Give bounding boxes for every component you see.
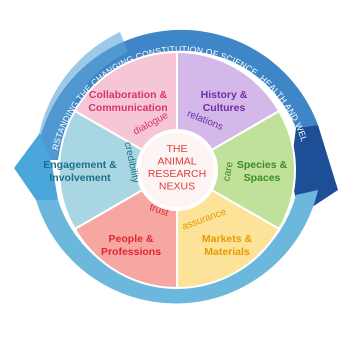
segment-label-history: History &Cultures (201, 89, 248, 114)
segment-label-species: Species &Spaces (237, 159, 288, 184)
center-title-line: THE (167, 143, 188, 155)
segment-label-people: People &Professions (101, 233, 161, 258)
center-title-line: RESEARCH (148, 168, 206, 180)
ring-right-arrow (290, 125, 338, 215)
center-title-line: ANIMAL (157, 156, 196, 168)
center-circle-inner (140, 133, 214, 207)
value-care: care (221, 161, 235, 182)
ring-top-band-highlight (36, 32, 128, 160)
segment-label-markets: Markets &Materials (202, 233, 253, 258)
ring-left-arrow (14, 133, 58, 200)
segment-label-collaboration: Collaboration &Communication (88, 89, 167, 114)
center-title-line: NEXUS (159, 181, 195, 193)
segment-label-engagement: Engagement &Involvement (43, 159, 117, 184)
ring-bottom-band (36, 190, 318, 304)
